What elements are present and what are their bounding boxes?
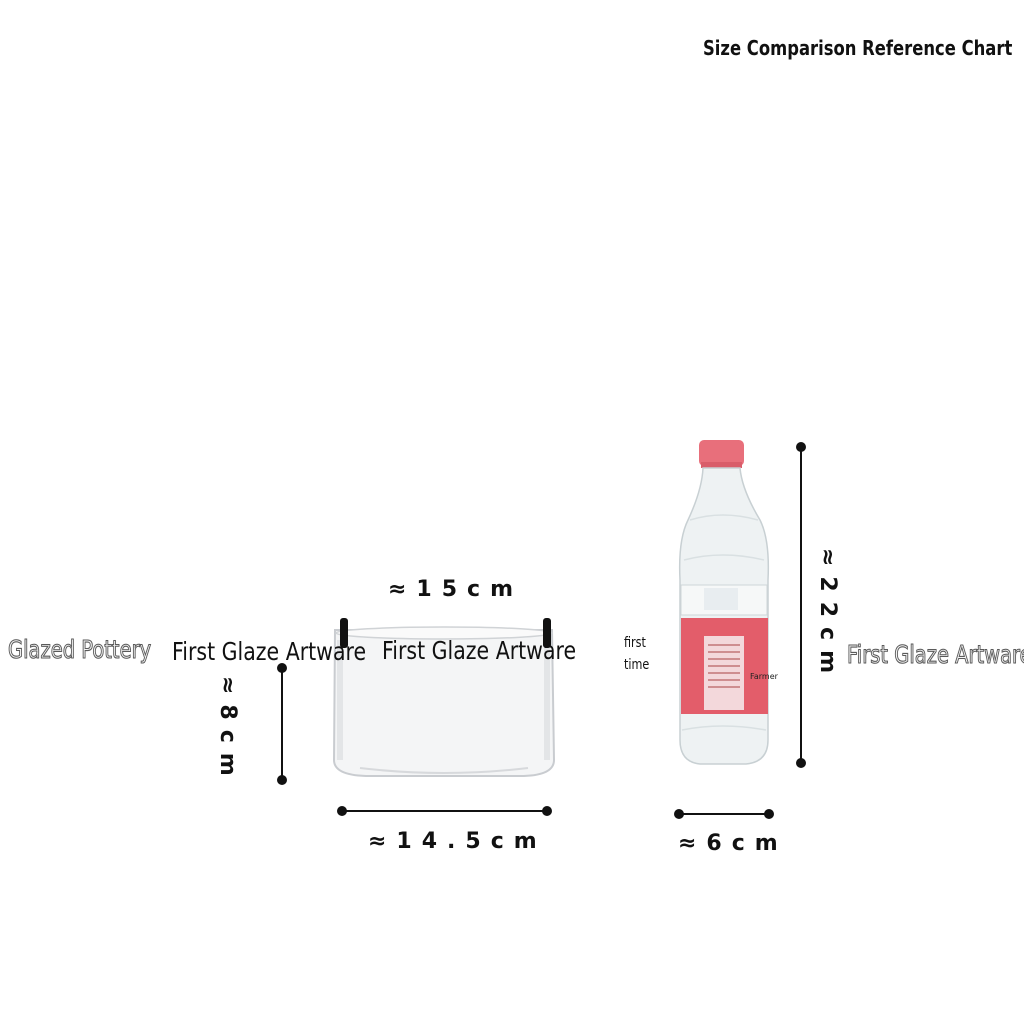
label-bottle-height: ≈22cm xyxy=(815,548,840,684)
clear-container xyxy=(332,618,556,777)
bottle-cap xyxy=(699,440,744,466)
brand-label-left: First Glaze Artware xyxy=(172,637,367,666)
dimension-line-container-width xyxy=(337,806,552,816)
dimension-line-bottle-height xyxy=(796,442,806,768)
label-bottle-width: ≈6cm xyxy=(678,831,788,856)
label-container-height: ≈8cm xyxy=(215,676,240,786)
bottle-farmer-text: Farmer xyxy=(750,672,778,681)
label-container-top-width: ≈15cm xyxy=(388,577,524,602)
water-bottle xyxy=(678,440,770,765)
container-rim-marker-left xyxy=(340,618,348,648)
brand-label-container: First Glaze Artware xyxy=(382,636,577,665)
bottle-side-text-line-1: first xyxy=(624,635,646,651)
dimension-line-bottle-width xyxy=(674,809,774,819)
label-container-bottom-width: ≈14.5cm xyxy=(368,829,547,854)
container-rim-marker-right xyxy=(543,618,551,648)
page-title: Size Comparison Reference Chart xyxy=(703,36,1013,60)
dimension-line-container-height xyxy=(277,663,287,785)
bottle-side-text: first time xyxy=(624,632,649,676)
watermark-left: Glazed Pottery xyxy=(8,634,152,664)
bottle-side-text-line-2: time xyxy=(624,657,650,673)
watermark-right: First Glaze Artware xyxy=(847,639,1024,669)
